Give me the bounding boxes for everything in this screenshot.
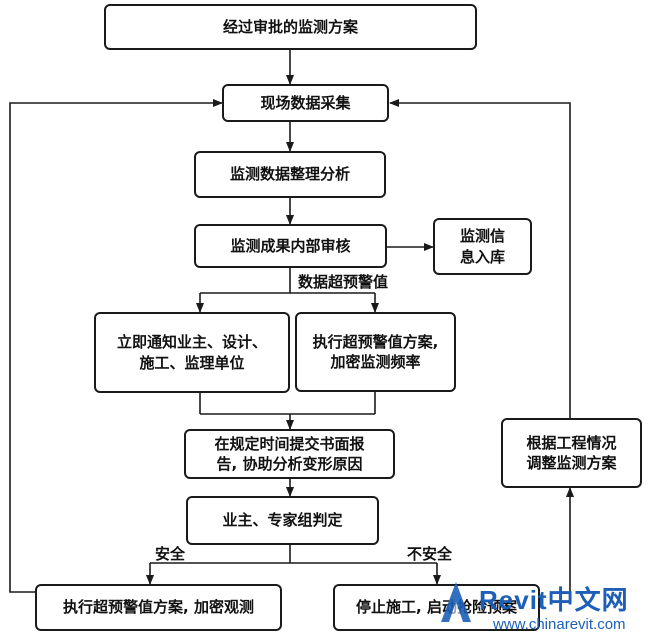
alarm-plan-dense-box: 执行超预警值方案, 加密监测频率 (295, 312, 456, 392)
notify-parties-box: 立即通知业主、设计、 施工、监理单位 (94, 312, 290, 393)
safe-action-box: 执行超预警值方案, 加密观测 (35, 584, 282, 631)
feedback-loop-left (9, 99, 223, 593)
watermark: Revit中文网 www.chinarevit.com (433, 578, 648, 634)
watermark-brand: Revit中文网 (479, 585, 629, 615)
internal-review-box: 监测成果内部审核 (194, 224, 387, 268)
adjust-plan-box: 根据工程情况 调整监测方案 (501, 418, 642, 488)
database-entry-box: 监测信 息入库 (433, 218, 532, 275)
watermark-url: www.chinarevit.com (493, 616, 626, 633)
approved-plan-box: 经过审批的监测方案 (104, 4, 477, 50)
field-collection-box: 现场数据采集 (222, 84, 389, 122)
written-report-box: 在规定时间提交书面报 告, 协助分析变形原因 (184, 429, 395, 479)
feedback-loop-right (389, 99, 571, 418)
unsafe-label: 不安全 (407, 545, 453, 563)
unsafe-action-box: 停止施工, 启动抢险预案 (333, 584, 540, 631)
expert-judgment-box: 业主、专家组判定 (186, 496, 379, 545)
revit-logo-icon (441, 582, 471, 622)
safe-label: 安全 (155, 545, 186, 563)
exceed-alarm-label: 数据超预警值 (298, 273, 389, 291)
data-processing-box: 监测数据整理分析 (194, 151, 386, 198)
